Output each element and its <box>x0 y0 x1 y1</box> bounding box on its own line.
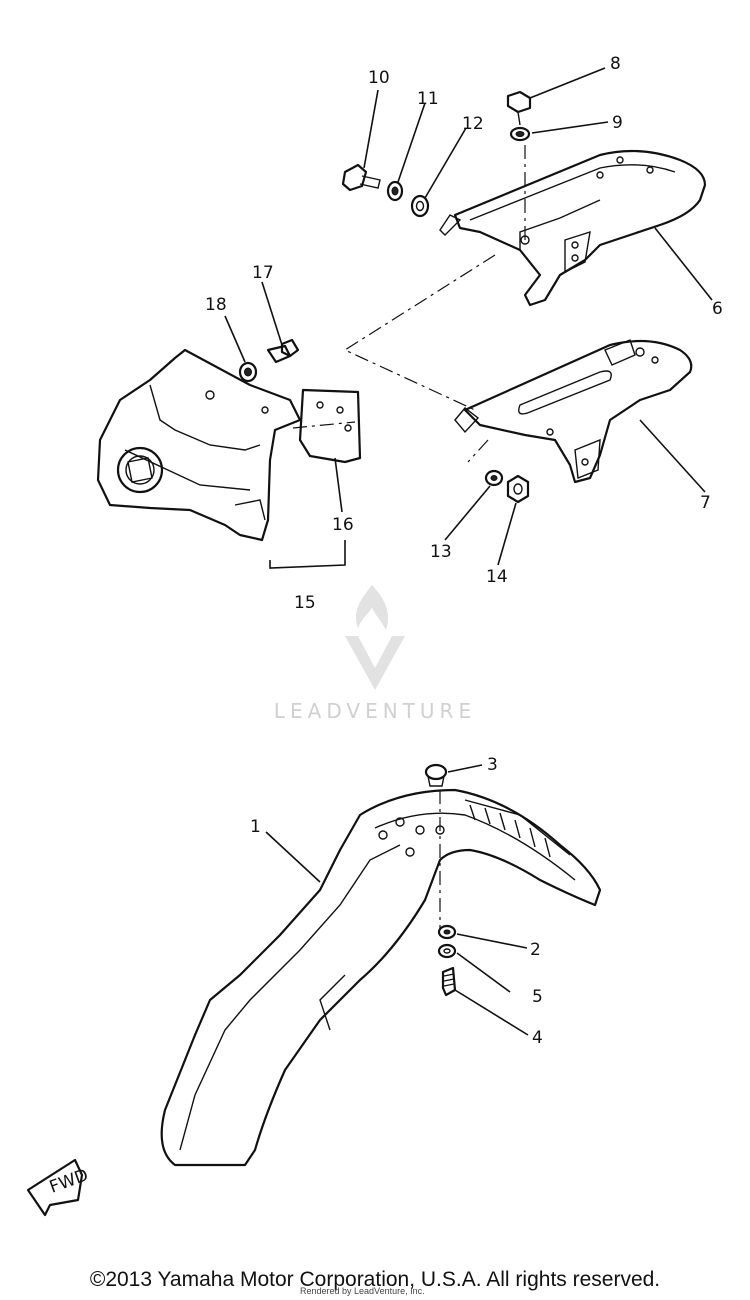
fwd-label: FWD <box>47 1165 91 1197</box>
callout-1: 1 <box>250 817 261 837</box>
callout-15: 15 <box>294 593 316 613</box>
part-9-washer <box>509 126 531 142</box>
part-15-number-plate <box>96 348 302 542</box>
group-bracket-15-16 <box>269 540 346 569</box>
callout-6: 6 <box>712 299 723 319</box>
part-1-front-fender <box>160 788 602 1167</box>
alignment-lines <box>292 145 526 930</box>
callout-9: 9 <box>612 113 623 133</box>
part-10-bolt <box>341 163 381 192</box>
callout-10: 10 <box>368 68 390 88</box>
part-3-collar <box>424 763 448 787</box>
callout-11: 11 <box>417 89 439 109</box>
part-7-rear-bracket <box>454 339 693 484</box>
part-11-washer <box>386 180 404 202</box>
callout-12: 12 <box>462 114 484 134</box>
part-8-bolt <box>506 90 532 126</box>
watermark-text: LEADVENTURE <box>274 699 476 723</box>
callout-7: 7 <box>700 493 711 513</box>
part-12-collar <box>410 194 430 218</box>
callout-labels: 8 9 10 11 12 6 7 13 14 15 16 17 18 1 3 2… <box>205 54 723 1048</box>
part-14-nut <box>506 474 530 504</box>
part-2-washer <box>437 924 457 940</box>
callout-3: 3 <box>487 755 498 775</box>
part-6-rear-fender-upper <box>439 149 707 307</box>
part-17-screw <box>266 338 300 364</box>
callout-16: 16 <box>332 515 354 535</box>
callout-18: 18 <box>205 295 227 315</box>
part-16-plate <box>298 388 362 464</box>
part-13-washer <box>484 469 504 487</box>
part-18-grommet <box>238 361 258 383</box>
callout-5: 5 <box>532 987 543 1007</box>
leadventure-watermark: LEADVENTURE <box>274 585 476 723</box>
leader-lines <box>224 67 713 1036</box>
callout-14: 14 <box>486 567 508 587</box>
callout-8: 8 <box>610 54 621 74</box>
callout-13: 13 <box>430 542 452 562</box>
copyright-notice: ©2013 Yamaha Motor Corporation, U.S.A. A… <box>89 1268 661 1291</box>
rendered-by-note: Rendered by LeadVenture, Inc. <box>300 1286 425 1296</box>
part-4-bolt <box>441 966 457 997</box>
callout-4: 4 <box>532 1028 543 1048</box>
part-5-washer <box>437 943 457 959</box>
callout-17: 17 <box>252 263 274 283</box>
callout-2: 2 <box>530 940 541 960</box>
fwd-arrow: FWD <box>26 1158 91 1217</box>
